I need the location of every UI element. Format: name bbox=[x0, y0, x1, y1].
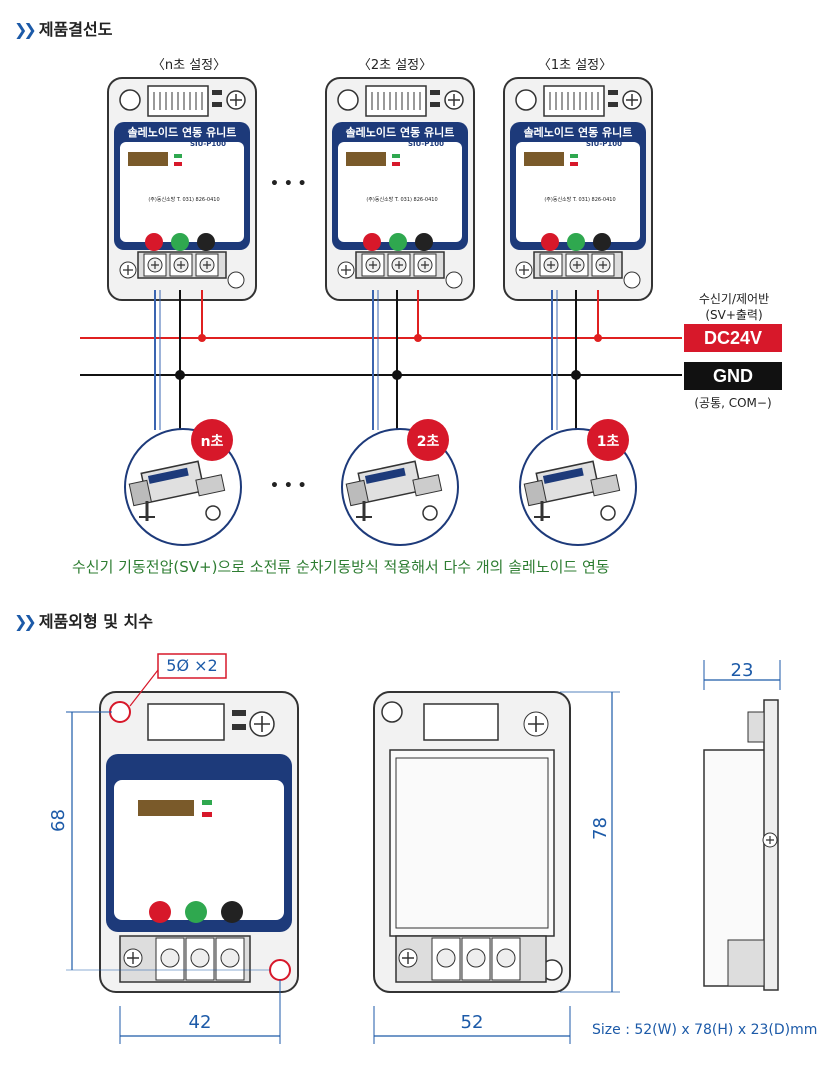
source-label-1: 수신기/제어반 bbox=[698, 292, 770, 306]
device-title-n: 솔레노이드 연동 유니트 bbox=[127, 126, 237, 139]
device-title-1: 솔레노이드 연동 유니트 bbox=[523, 126, 633, 139]
source-label-2: (SV+출력) bbox=[705, 308, 763, 322]
wiring-title-text: 제품결선도 bbox=[38, 20, 113, 39]
dim-depth-side: 23 bbox=[730, 660, 754, 681]
dimension-section-title: ❯❯제품외형 및 치수 bbox=[14, 608, 153, 632]
gnd-box: GND bbox=[684, 362, 782, 390]
wiring-diagram bbox=[80, 77, 682, 547]
wiring-section-title: ❯❯제품결선도 bbox=[14, 16, 112, 40]
dc24v-box: DC24V bbox=[684, 324, 782, 352]
badge-1-label: 1초 bbox=[596, 434, 620, 450]
badge-n-label: n초 bbox=[200, 434, 224, 450]
chevron-right-icon: ❯❯ bbox=[14, 20, 37, 39]
chevron-right-icon: ❯❯ bbox=[14, 612, 37, 631]
side-view bbox=[703, 660, 781, 991]
back-view bbox=[373, 691, 620, 1044]
unit-label-2: 〈2초 설정〉 bbox=[357, 58, 433, 73]
unit-2-company: (주)동신소방 T. 031) 826-0410 bbox=[366, 197, 438, 203]
dim-width-front: 42 bbox=[188, 1012, 212, 1033]
ellipsis-bottom: • • • bbox=[270, 478, 307, 494]
model-1: SIU-P100 bbox=[586, 140, 622, 148]
wiring-caption: 수신기 기동전압(SV+)으로 소전류 순차기동방식 적용해서 다수 개의 솔레… bbox=[72, 558, 610, 576]
unit-1-company: (주)동신소방 T. 031) 826-0410 bbox=[544, 197, 616, 203]
device-unit-2 bbox=[325, 77, 475, 301]
hole-note: 5Ø ×2 bbox=[166, 656, 218, 675]
gnd-note: (공통, COM−) bbox=[694, 396, 772, 410]
unit-label-n: 〈n초 설정〉 bbox=[151, 58, 227, 73]
dim-height-front: 68 bbox=[48, 809, 69, 832]
badge-1 bbox=[587, 419, 629, 461]
model-2: SIU-P100 bbox=[408, 140, 444, 148]
dimension-drawings bbox=[66, 653, 781, 1044]
size-text: Size : 52(W) x 78(H) x 23(D)mm bbox=[592, 1022, 818, 1038]
dimension-title-text: 제품외형 및 치수 bbox=[38, 612, 153, 631]
unit-n-company: (주)동신소방 T. 031) 826-0410 bbox=[148, 197, 220, 203]
dim-width-back: 52 bbox=[460, 1012, 484, 1033]
device-unit-1 bbox=[503, 77, 653, 301]
badge-n bbox=[191, 419, 233, 461]
device-unit-n bbox=[107, 77, 257, 301]
device-title-2: 솔레노이드 연동 유니트 bbox=[345, 126, 455, 139]
badge-2-label: 2초 bbox=[416, 434, 440, 450]
dim-height-back: 78 bbox=[590, 817, 611, 840]
front-view bbox=[66, 653, 299, 1044]
model-n: SIU-P100 bbox=[190, 140, 226, 148]
badge-2 bbox=[407, 419, 449, 461]
unit-label-1: 〈1초 설정〉 bbox=[537, 58, 613, 73]
ellipsis-top: • • • bbox=[270, 176, 307, 192]
